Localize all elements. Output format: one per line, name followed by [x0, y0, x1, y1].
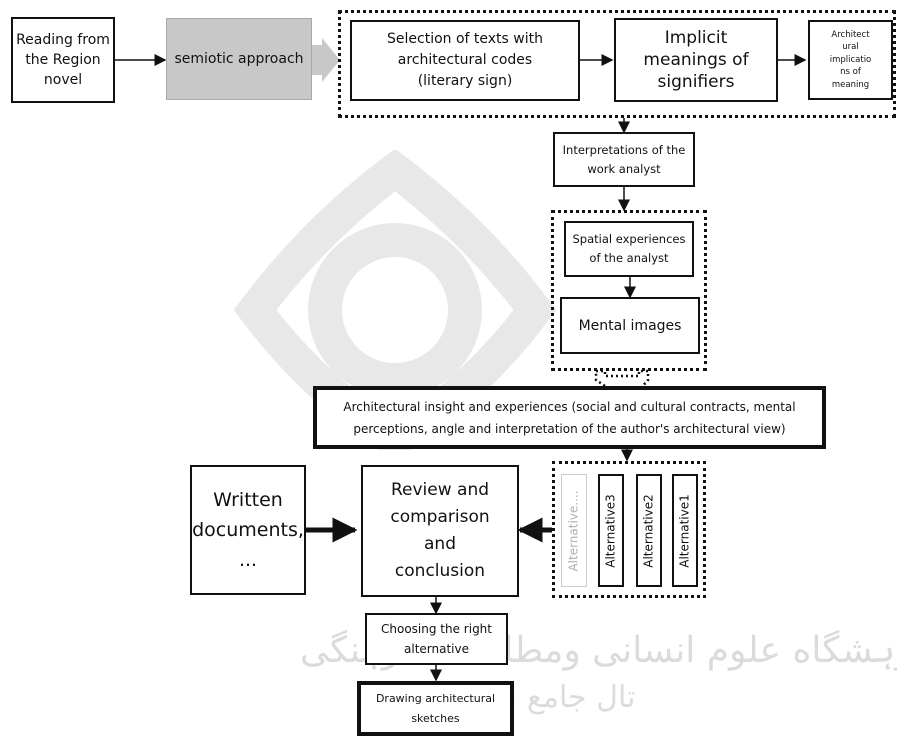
alternative-box-more: Alternative....	[561, 474, 587, 587]
alternative-label-3: Alternative3	[604, 493, 619, 568]
group-alternatives	[552, 461, 706, 598]
block-arrow-semiotic	[311, 38, 340, 82]
node-semiotic-approach: semiotic approach	[166, 18, 312, 100]
node-choosing-alternative: Choosing the right alternative	[365, 613, 508, 665]
node-architectural-implications: Architect ural implicatio ns of meaning	[808, 20, 893, 100]
node-architectural-insight: Architectural insight and experiences (s…	[313, 386, 826, 449]
alternative-label-1: Alternative1	[678, 493, 693, 568]
alternative-box-3: Alternative3	[598, 474, 624, 587]
node-written-documents: Written documents, ...	[190, 465, 306, 595]
node-reading-region-novel: Reading from the Region novel	[11, 17, 115, 103]
node-implicit-meanings: Implicit meanings of signifiers	[614, 18, 778, 102]
alternative-label-more: Alternative....	[567, 489, 581, 572]
node-spatial-experiences: Spatial experiences of the analyst	[564, 221, 694, 277]
group-analyst-experiences	[551, 210, 707, 371]
alternative-box-1: Alternative1	[672, 474, 698, 587]
node-mental-images: Mental images	[560, 297, 700, 354]
node-drawing-sketches: Drawing architectural sketches	[357, 681, 514, 736]
node-interpretations: Interpretations of the work analyst	[553, 132, 695, 187]
alternative-box-2: Alternative2	[636, 474, 662, 587]
node-selection-texts: Selection of texts with architectural co…	[350, 20, 580, 101]
alternative-label-2: Alternative2	[642, 493, 657, 568]
node-review-comparison: Review and comparison and conclusion	[361, 465, 519, 597]
group-literary-analysis	[338, 10, 896, 118]
